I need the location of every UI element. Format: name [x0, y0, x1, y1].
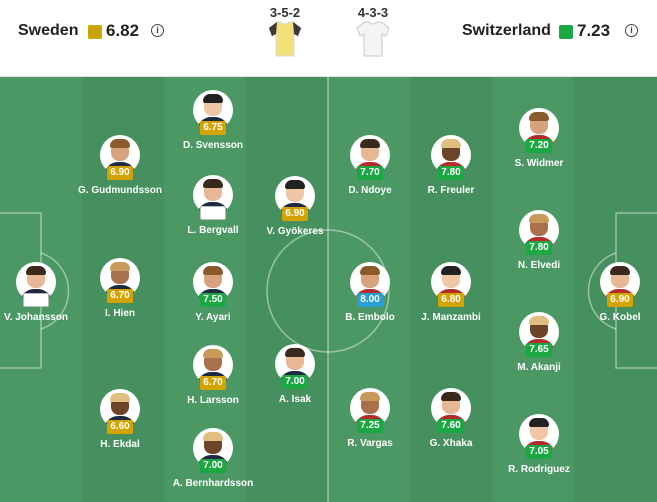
player-name: R. Rodriguez — [508, 464, 570, 475]
player-name: I. Hien — [104, 308, 135, 319]
player-rating-badge: 6.90 — [107, 166, 133, 180]
player-name: M. Akanji — [517, 362, 561, 373]
home-team-rating: 6.82 — [106, 21, 140, 40]
player-rating-badge: 6.60 — [107, 420, 133, 434]
player-rating-badge: 6.90 — [607, 293, 633, 307]
player-rating-badge-empty — [200, 206, 226, 220]
player-name: V. Johansson — [3, 312, 69, 323]
player-rating-badge: 7.50 — [200, 293, 226, 307]
player-name: D. Svensson — [182, 140, 244, 151]
player-rating-badge: 7.80 — [526, 241, 552, 255]
home-formation: 3-5-2 — [269, 5, 301, 20]
player-rating-badge: 7.25 — [357, 419, 383, 433]
player-name: H. Larsson — [187, 395, 239, 406]
player-rating-badge: 6.70 — [107, 289, 133, 303]
player-avatar — [16, 262, 56, 302]
player-name: J. Manzambi — [421, 312, 481, 323]
player-name: A. Bernhardsson — [172, 478, 254, 489]
player-rating-badge: 6.70 — [200, 376, 226, 390]
player-name: B. Embolo — [345, 312, 395, 323]
away-info-icon[interactable]: i — [625, 24, 638, 37]
player-name: A. Isak — [278, 394, 312, 405]
lineup-header: Sweden 6.82 i 3-5-2 4-3-3 Switzerland 7.… — [0, 0, 657, 77]
home-jersey-icon — [268, 21, 302, 57]
player-rating-badge: 7.60 — [438, 419, 464, 433]
player-rating-badge: 7.20 — [526, 139, 552, 153]
home-rating-color-box — [88, 25, 102, 39]
player-rating-badge: 6.90 — [282, 207, 308, 221]
player-rating-badge: 6.80 — [438, 293, 464, 307]
away-team-rating: 7.23 — [577, 21, 611, 40]
player-name: S. Widmer — [514, 158, 564, 169]
player-name: R. Freuler — [427, 185, 475, 196]
player-rating-badge: 6.75 — [200, 121, 226, 135]
player-rating-badge-empty — [23, 293, 49, 307]
away-team-name[interactable]: Switzerland — [462, 22, 551, 39]
player-avatar — [519, 312, 559, 352]
player-rating-badge: 7.00 — [282, 375, 308, 389]
player-rating-badge: 8.00 — [357, 293, 383, 307]
player-name: G. Xhaka — [429, 438, 473, 449]
player-rating-badge: 7.05 — [526, 445, 552, 459]
player-rating-badge: 7.65 — [526, 343, 552, 357]
home-info-icon[interactable]: i — [151, 24, 164, 37]
player-name: H. Ekdal — [100, 439, 140, 450]
player-name: G. Gudmundsson — [78, 185, 162, 196]
player-name: L. Bergvall — [187, 225, 239, 236]
player-name: D. Ndoye — [348, 185, 392, 196]
player-name: N. Elvedi — [517, 260, 561, 271]
home-team-name[interactable]: Sweden — [18, 22, 79, 39]
player-rating-badge: 7.70 — [357, 166, 383, 180]
player-rating-badge: 7.80 — [438, 166, 464, 180]
player-name: V. Gyökeres — [266, 226, 324, 237]
player-rating-badge: 7.00 — [200, 459, 226, 473]
player-name: G. Kobel — [599, 312, 641, 323]
away-jersey-icon — [356, 21, 390, 57]
pitch: V. Johansson 6.90 G. Gudmundsson 6.70 I. Hie… — [0, 77, 657, 502]
away-rating-color-box — [559, 25, 573, 39]
away-formation: 4-3-3 — [357, 5, 389, 20]
player-name: Y. Ayari — [195, 312, 231, 323]
player-name: R. Vargas — [347, 438, 393, 449]
